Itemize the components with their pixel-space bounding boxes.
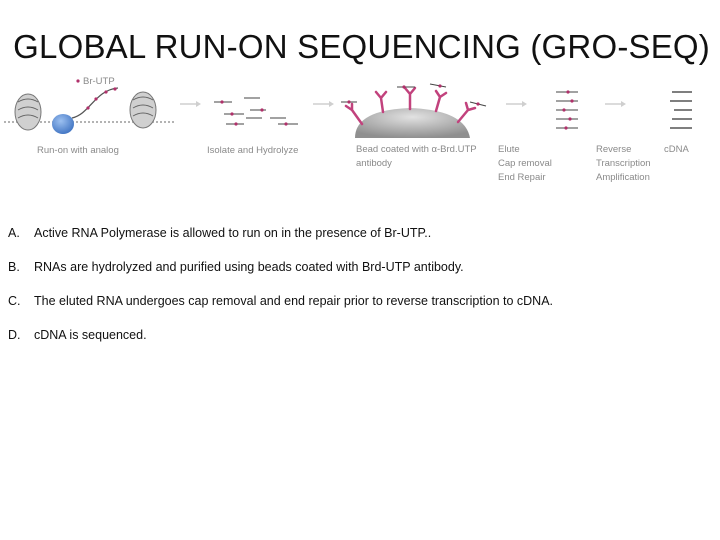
step-letter: A. bbox=[8, 226, 20, 240]
elute-label: Elute bbox=[498, 144, 520, 155]
eluted-rna-fragments: Elute Cap removal End Repair bbox=[498, 90, 578, 183]
transcription-label: Transcription bbox=[596, 158, 651, 169]
bead-label-line1: Bead coated with α-Brd.UTP bbox=[356, 144, 477, 155]
step-text: RNAs are hydrolyzed and purified using b… bbox=[34, 260, 464, 274]
gro-seq-workflow-diagram: Br-UTP Run-on with analog Isolate and Hy… bbox=[0, 74, 700, 190]
nascent-rna bbox=[71, 87, 119, 119]
step-text: The eluted RNA undergoes cap removal and… bbox=[34, 294, 554, 308]
slide-title: GLOBAL RUN-ON SEQUENCING (GRO-SEQ) bbox=[13, 28, 710, 65]
hydrolyzed-rna-fragments: Isolate and Hydrolyze bbox=[207, 97, 298, 156]
step-letter: B. bbox=[8, 260, 20, 274]
workflow-svg: Br-UTP Run-on with analog Isolate and Hy… bbox=[4, 76, 692, 183]
br-utp-label: Br-UTP bbox=[83, 76, 115, 87]
isolate-label: Isolate and Hydrolyze bbox=[207, 145, 298, 156]
bead-label-line2: antibody bbox=[356, 158, 392, 169]
step-letter: D. bbox=[8, 328, 21, 342]
run-on-panel: Br-UTP Run-on with analog bbox=[4, 76, 176, 156]
step-text: cDNA is sequenced. bbox=[34, 328, 147, 342]
bead-icon bbox=[355, 108, 470, 138]
antibody-icons bbox=[344, 86, 477, 126]
end-repair-label: End Repair bbox=[498, 172, 546, 183]
cdna-label: cDNA bbox=[664, 144, 689, 155]
rna-polymerase-icon bbox=[52, 114, 74, 134]
step-letter: C. bbox=[8, 294, 21, 308]
nucleosome-right-icon bbox=[129, 91, 157, 129]
nucleosome-left-icon bbox=[14, 93, 42, 131]
arrow-3-icon bbox=[506, 101, 527, 107]
cap-removal-label: Cap removal bbox=[498, 158, 552, 169]
cdna-fragments: Reverse Transcription Amplification cDNA bbox=[596, 91, 692, 183]
arrow-1-icon bbox=[180, 101, 201, 107]
arrow-2-icon bbox=[313, 101, 334, 107]
step-text: Active RNA Polymerase is allowed to run … bbox=[34, 226, 432, 240]
amplification-label: Amplification bbox=[596, 172, 650, 183]
run-on-label: Run-on with analog bbox=[37, 145, 119, 156]
arrow-4-icon bbox=[605, 101, 626, 107]
reverse-label: Reverse bbox=[596, 144, 631, 155]
antibody-bead-panel: Bead coated with α-Brd.UTP antibody bbox=[341, 83, 487, 169]
br-utp-marker-icon bbox=[76, 79, 80, 83]
